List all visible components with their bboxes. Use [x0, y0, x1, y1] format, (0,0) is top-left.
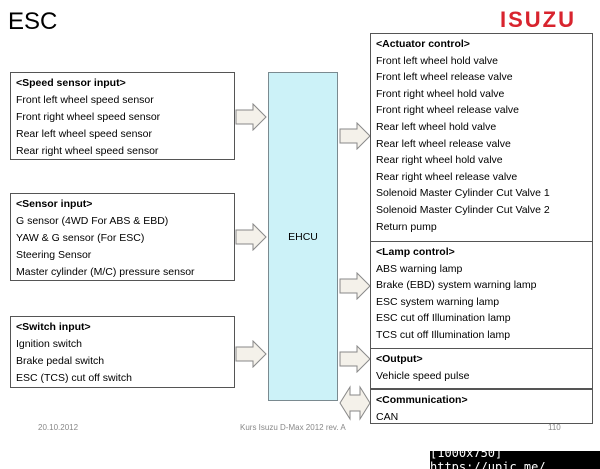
- list-item: Front left wheel hold valve: [376, 54, 498, 67]
- switch-input-box: <Switch input> Ignition switch Brake ped…: [10, 316, 235, 388]
- isuzu-logo: ISUZU: [486, 8, 590, 30]
- lamp-output-arrow: [339, 272, 371, 300]
- list-item: ESC system warning lamp: [376, 295, 500, 308]
- list-item: Solenoid Master Cylinder Cut Valve 2: [376, 203, 550, 216]
- list-item: Rear left wheel release valve: [376, 137, 511, 150]
- list-item: Front right wheel hold valve: [376, 87, 505, 100]
- list-item: ESC cut off Illumination lamp: [376, 312, 511, 325]
- list-item: Front right wheel speed sensor: [16, 111, 161, 123]
- communication-bidirectional-arrow: [339, 385, 371, 421]
- list-item: Return pump: [376, 220, 437, 233]
- communication-section: <Communication> CAN: [371, 388, 592, 425]
- speed-sensor-header: <Speed sensor input>: [16, 77, 126, 89]
- list-item: Brake (EBD) system warning lamp: [376, 279, 537, 292]
- list-item: Rear right wheel hold valve: [376, 154, 503, 167]
- list-item: CAN: [376, 410, 399, 423]
- footer-page-number: 110: [548, 423, 561, 432]
- sensor-input-header: <Sensor input>: [16, 198, 93, 210]
- list-item: Front left wheel release valve: [376, 71, 513, 84]
- list-item: Rear right wheel release valve: [376, 170, 518, 183]
- speed-input-arrow: [235, 103, 267, 131]
- list-item: G sensor (4WD For ABS & EBD): [16, 215, 169, 227]
- output-section: <Output> Vehicle speed pulse: [371, 348, 592, 384]
- list-item: Steering Sensor: [16, 249, 92, 261]
- slide-title: ESC: [8, 8, 58, 35]
- list-item: Rear right wheel speed sensor: [16, 145, 159, 157]
- sensor-input-box: <Sensor input> G sensor (4WD For ABS & E…: [10, 193, 235, 281]
- communication-header: <Communication>: [376, 394, 468, 406]
- ehcu-block: EHCU: [268, 72, 338, 401]
- footer-date: 20.10.2012: [38, 423, 79, 432]
- watermark: [1000x750] https://upic.me/: [430, 446, 600, 469]
- switch-input-arrow: [235, 340, 267, 368]
- lamp-control-header: <Lamp control>: [376, 246, 455, 258]
- brand-logo-text: ISUZU: [500, 8, 576, 30]
- sensor-input-arrow: [235, 223, 267, 251]
- output-header: <Output>: [376, 353, 423, 365]
- list-item: Master cylinder (M/C) pressure sensor: [16, 266, 195, 278]
- outputs-panel: <Actuator control> Front left wheel hold…: [370, 33, 593, 424]
- list-item: Front left wheel speed sensor: [16, 94, 154, 106]
- footer-course: Kurs Isuzu D-Max 2012 rev. A: [240, 423, 346, 432]
- actuator-output-arrow: [339, 122, 371, 150]
- list-item: TCS cut off Illumination lamp: [376, 328, 511, 341]
- list-item: Rear left wheel hold valve: [376, 120, 497, 133]
- ehcu-label: EHCU: [288, 230, 318, 243]
- list-item: Rear left wheel speed sensor: [16, 128, 152, 140]
- actuator-control-header: <Actuator control>: [376, 38, 470, 50]
- switch-input-header: <Switch input>: [16, 321, 91, 333]
- list-item: ABS warning lamp: [376, 262, 463, 275]
- output-arrow: [339, 345, 371, 373]
- speed-sensor-input-box: <Speed sensor input> Front left wheel sp…: [10, 72, 235, 160]
- list-item: Brake pedal switch: [16, 355, 105, 367]
- list-item: Solenoid Master Cylinder Cut Valve 1: [376, 187, 550, 200]
- list-item: Vehicle speed pulse: [376, 369, 470, 382]
- list-item: YAW & G sensor (For ESC): [16, 232, 145, 244]
- list-item: ESC (TCS) cut off switch: [16, 372, 132, 384]
- actuator-control-section: <Actuator control> Front left wheel hold…: [371, 36, 592, 235]
- list-item: Ignition switch: [16, 338, 82, 350]
- list-item: Front right wheel release valve: [376, 104, 519, 117]
- lamp-control-section: <Lamp control> ABS warning lamp Brake (E…: [371, 241, 592, 344]
